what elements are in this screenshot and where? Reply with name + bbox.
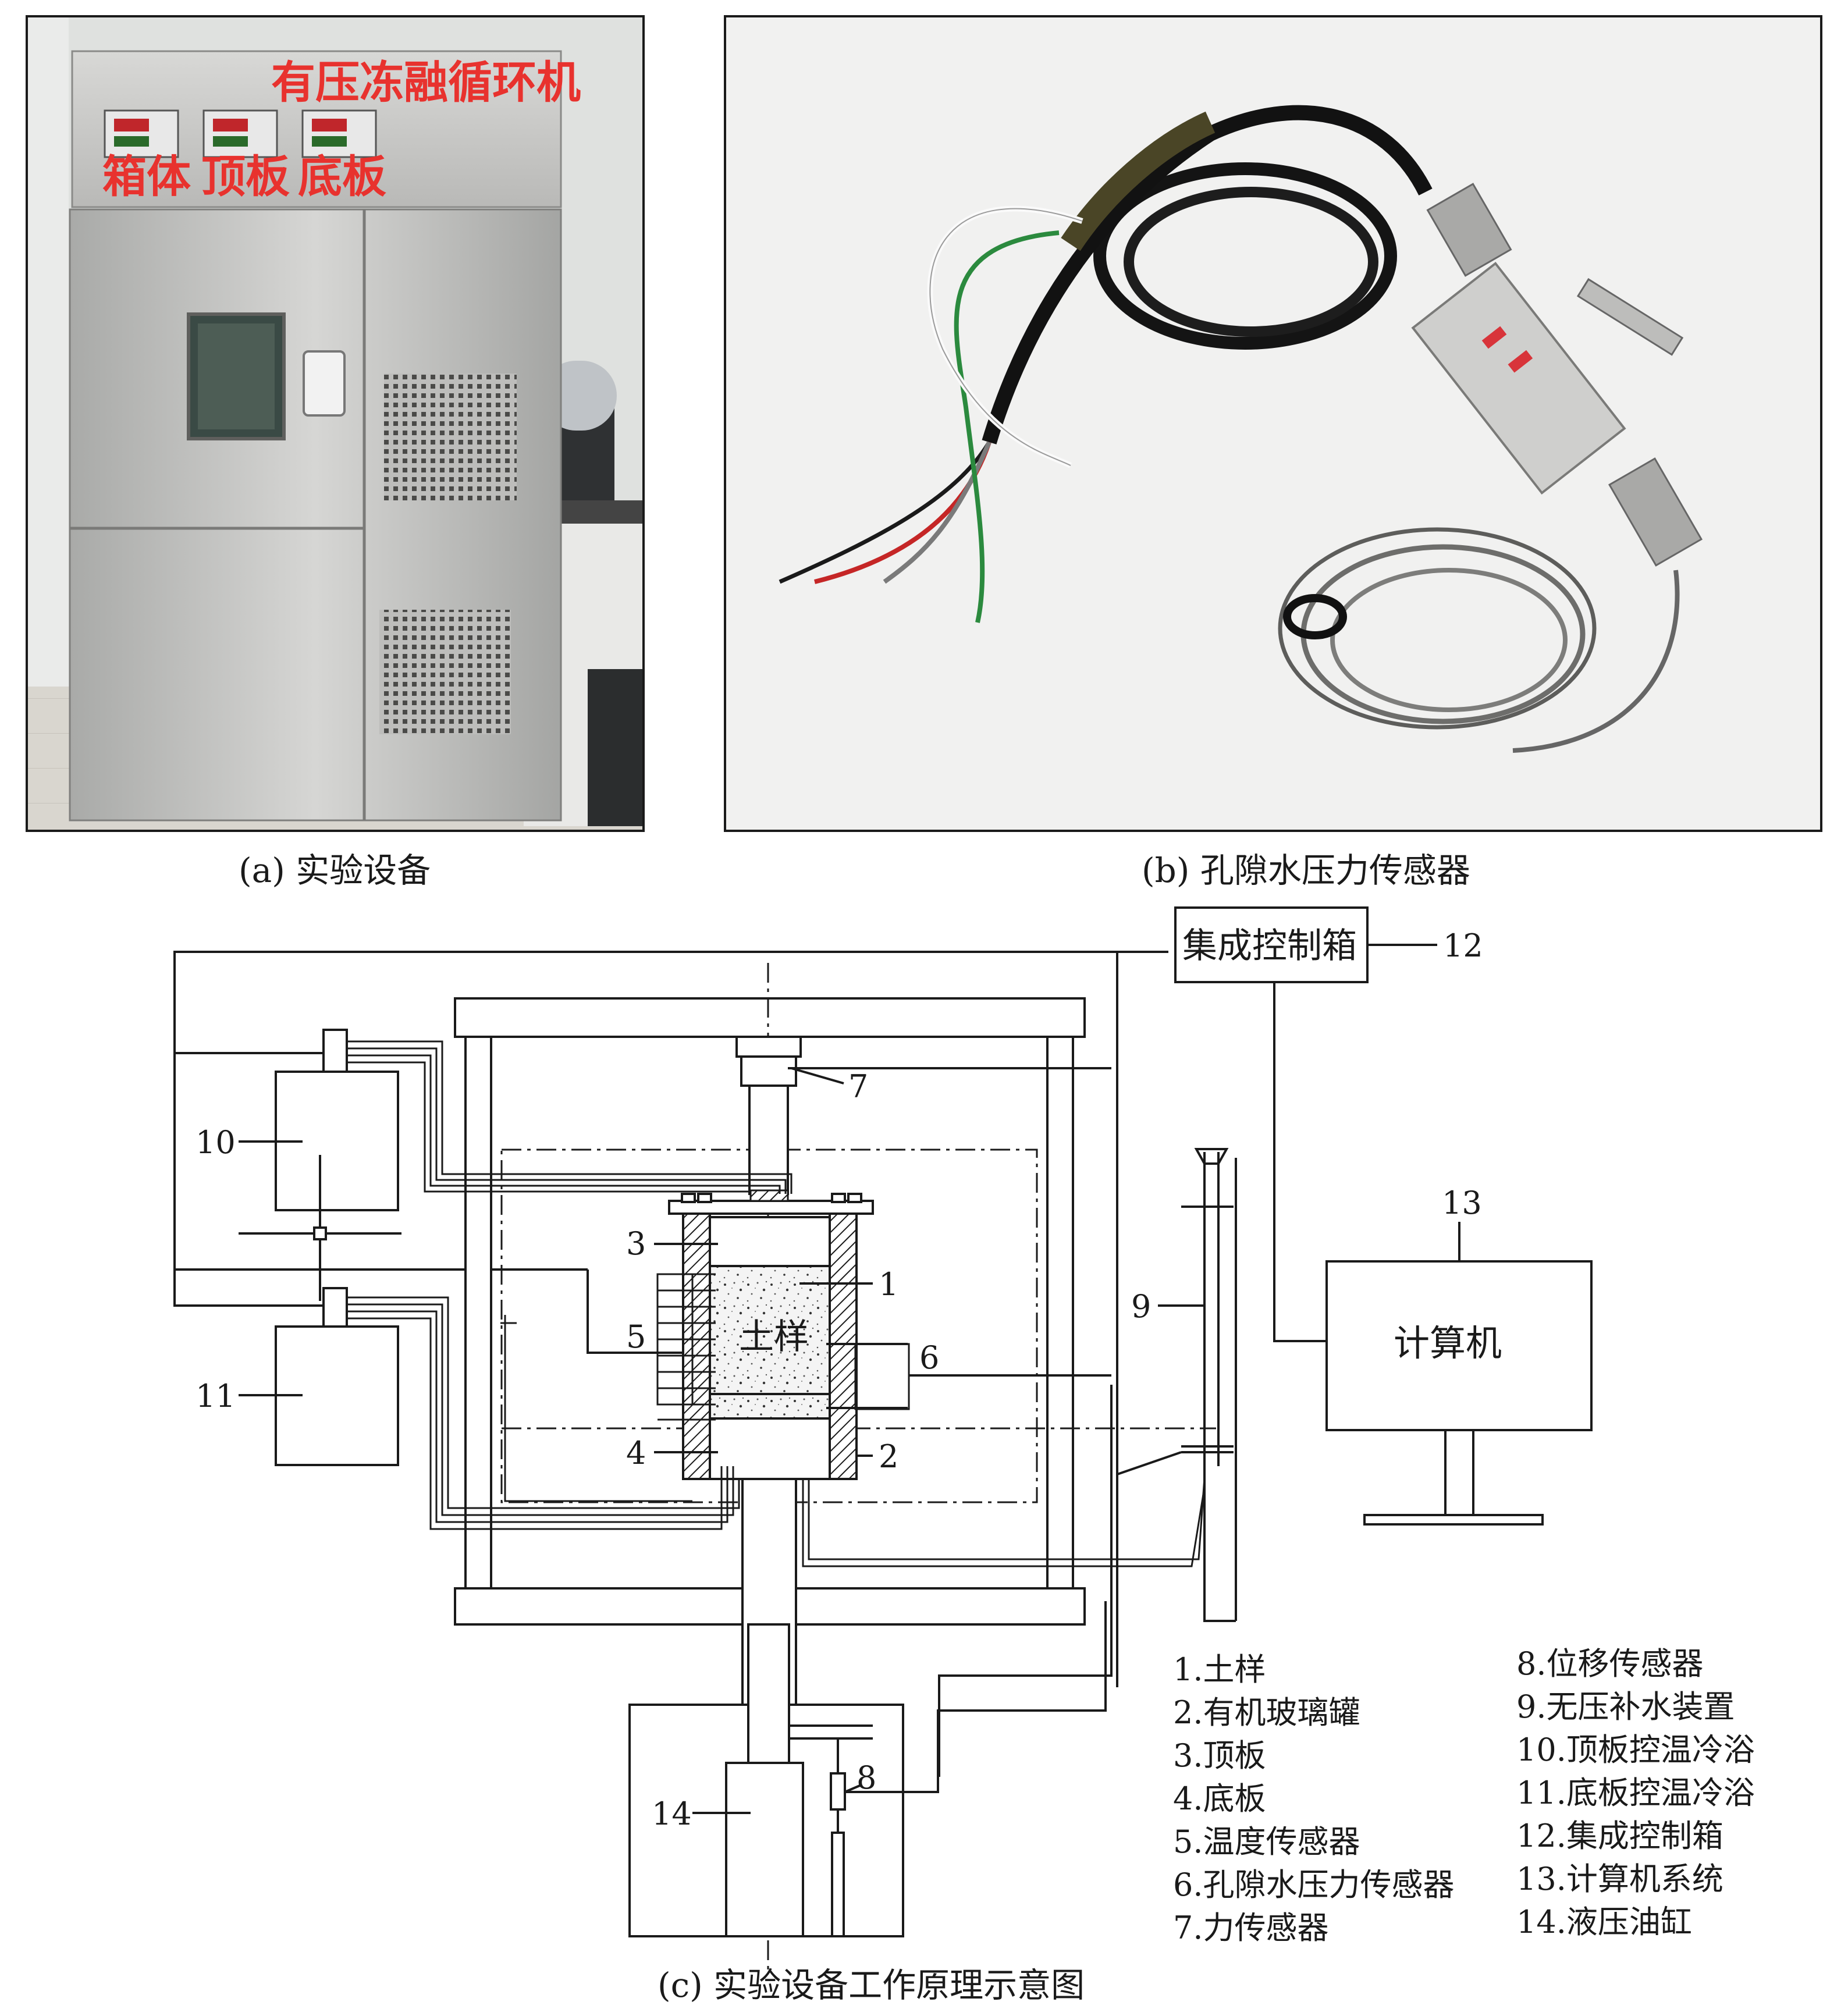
- right-bus-down: [938, 1385, 1113, 1777]
- panel-a-photo: 有压冻融循环机 箱体 顶板 底板: [26, 15, 645, 832]
- num-2: 2: [879, 1438, 898, 1475]
- num-11: 11: [196, 1378, 236, 1414]
- bottom-plate: [709, 1417, 831, 1480]
- legend-item-5: 5.温度传感器: [1173, 1823, 1360, 1860]
- legend-item-13: 13.计算机系统: [1516, 1861, 1723, 1897]
- top-pad: [749, 1189, 789, 1202]
- num-4: 4: [626, 1435, 646, 1471]
- legend-item-3: 3.顶板: [1173, 1737, 1266, 1774]
- water-supply-device: [802, 1148, 1237, 1622]
- num-1: 1: [879, 1266, 898, 1303]
- num-6: 6: [919, 1339, 939, 1376]
- panel-c-caption: (c) 实验设备工作原理示意图: [658, 1965, 1085, 2005]
- control-bus-line-lower: [173, 1053, 326, 1307]
- load-cell-cap: [735, 1036, 802, 1058]
- control-box-label: 集成控制箱: [1182, 926, 1357, 966]
- cylinder-wall-left: [682, 1212, 711, 1480]
- inner-probe-line: [504, 1315, 692, 1502]
- leader-7: [791, 1067, 844, 1084]
- loading-rod: [748, 1084, 789, 1195]
- num-8: 8: [857, 1759, 876, 1796]
- displacement-sensor: [789, 1724, 873, 1937]
- num-9: 9: [1131, 1288, 1151, 1325]
- temperature-sensor-array: [656, 1273, 716, 1421]
- bolt-left-b: [697, 1193, 712, 1203]
- computer-box: [1325, 1260, 1593, 1431]
- soil-label: 土样: [739, 1317, 809, 1357]
- load-cell: [740, 1055, 797, 1087]
- legend-item-11: 11.底板控温冷浴: [1516, 1775, 1755, 1811]
- frame-left-column: [464, 1036, 492, 1590]
- frame-top-beam: [454, 997, 1086, 1038]
- legend-item-9: 9.无压补水装置: [1516, 1688, 1735, 1725]
- control-box: [1174, 906, 1369, 983]
- legend-item-1: 1.土样: [1173, 1651, 1266, 1688]
- computer-stand: [1444, 1429, 1474, 1516]
- computer-base: [1363, 1514, 1544, 1526]
- sensor5-lead: [587, 1270, 704, 1354]
- top-plate: [709, 1216, 831, 1267]
- leader-8: [844, 1784, 862, 1793]
- zone-label-box: 箱体: [102, 151, 191, 202]
- legend-item-6: 6.孔隙水压力传感器: [1173, 1866, 1455, 1903]
- hydraulic-rod: [747, 1623, 790, 1764]
- zone-label-bottom-plate: 底板: [298, 151, 386, 202]
- legend-item-14: 14.液压油缸: [1516, 1904, 1692, 1940]
- pore-sensor-box: [854, 1343, 910, 1410]
- num-3: 3: [626, 1225, 646, 1262]
- computer-link: [1273, 982, 1327, 1342]
- legend-left: 1.土样 2.有机玻璃罐 3.顶板 4.底板 5.温度传感器 6.孔隙水压力传感…: [1173, 1651, 1455, 1946]
- panel-a-caption: (a) 实验设备: [239, 851, 431, 890]
- panel-b-caption: (b) 孔隙水压力传感器: [1142, 851, 1470, 890]
- num-14: 14: [652, 1795, 692, 1832]
- legend-item-4: 4.底板: [1173, 1780, 1266, 1817]
- legend-item-2: 2.有机玻璃罐: [1173, 1694, 1360, 1731]
- panel-b-photo: [724, 15, 1822, 832]
- num-5: 5: [626, 1318, 646, 1355]
- legend-item-8: 8.位移传感器: [1516, 1645, 1704, 1682]
- frame-right-column: [1046, 1036, 1074, 1590]
- valve: [313, 1226, 327, 1240]
- num-10: 10: [196, 1124, 236, 1161]
- hydraulic-cylinder: [725, 1762, 804, 1937]
- bath-10-port: [322, 1029, 348, 1073]
- zone-label-top-plate: 顶板: [201, 151, 290, 202]
- legend-item-7: 7.力传感器: [1173, 1910, 1329, 1946]
- bolt-right-a: [831, 1193, 846, 1203]
- num-13: 13: [1442, 1185, 1482, 1221]
- bolt-left-a: [681, 1193, 696, 1203]
- coolant-pipes-bottom: [347, 1296, 740, 1530]
- num-7: 7: [848, 1068, 868, 1105]
- panel-c-schematic: 集成控制箱 12 计算机 13 7: [173, 906, 1755, 1969]
- legend-item-10: 10.顶板控温冷浴: [1516, 1731, 1755, 1768]
- control-bus-line: [173, 951, 1168, 1054]
- num-12: 12: [1443, 927, 1483, 964]
- legend-item-12: 12.集成控制箱: [1516, 1818, 1723, 1854]
- machine-title: 有压冻融循环机: [271, 56, 581, 108]
- coolant-pipes-top: [347, 1040, 792, 1194]
- bath-11-port: [322, 1287, 348, 1328]
- bolt-right-b: [847, 1193, 862, 1203]
- computer-label: 计算机: [1394, 1322, 1502, 1364]
- legend-right: 8.位移传感器 9.无压补水装置 10.顶板控温冷浴 11.底板控温冷浴 12.…: [1516, 1645, 1755, 1940]
- cylinder-wall-right: [829, 1212, 858, 1480]
